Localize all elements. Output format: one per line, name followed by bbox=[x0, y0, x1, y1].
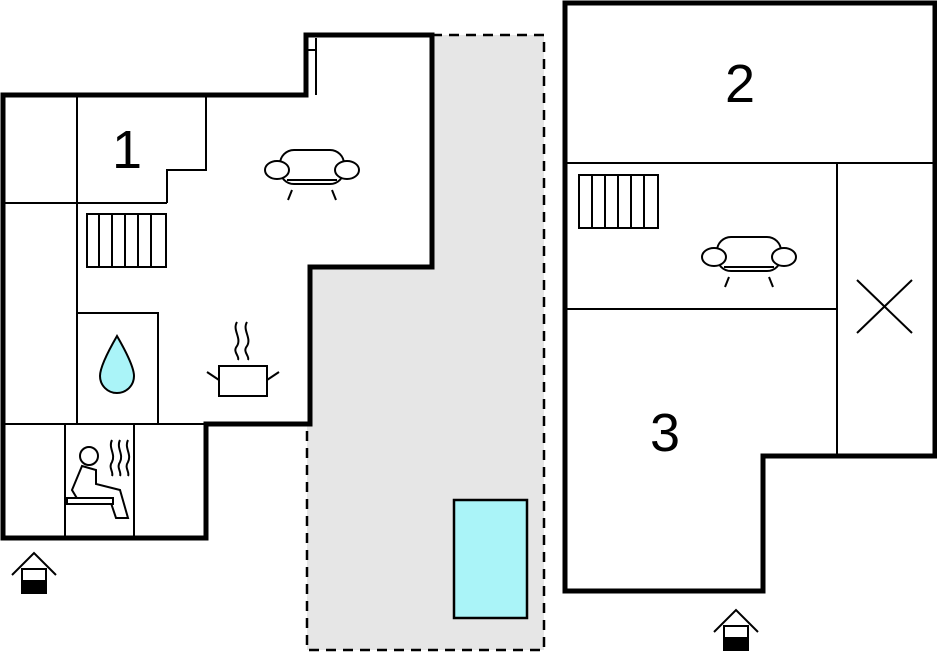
left-interior-walls bbox=[5, 95, 207, 536]
entrance-icon bbox=[11, 551, 57, 594]
open-void-cross-icon bbox=[856, 279, 913, 334]
room-3-label: 3 bbox=[650, 403, 680, 463]
terrace-outline bbox=[305, 33, 546, 652]
water-drop-icon bbox=[98, 334, 136, 394]
right-interior-walls bbox=[567, 162, 933, 456]
room-1-label: 1 bbox=[112, 120, 142, 180]
sofa-icon bbox=[701, 236, 797, 288]
sauna-icon bbox=[66, 439, 131, 519]
stairs-icon bbox=[86, 213, 167, 268]
terrace-area bbox=[307, 35, 544, 650]
stairs-icon bbox=[578, 174, 659, 229]
pool-icon bbox=[452, 498, 529, 620]
cooking-pot-icon bbox=[206, 321, 280, 397]
entrance-icon bbox=[713, 608, 759, 651]
right-building-outline bbox=[562, 0, 937, 594]
room-2-label: 2 bbox=[725, 54, 755, 114]
sofa-icon bbox=[264, 149, 360, 201]
